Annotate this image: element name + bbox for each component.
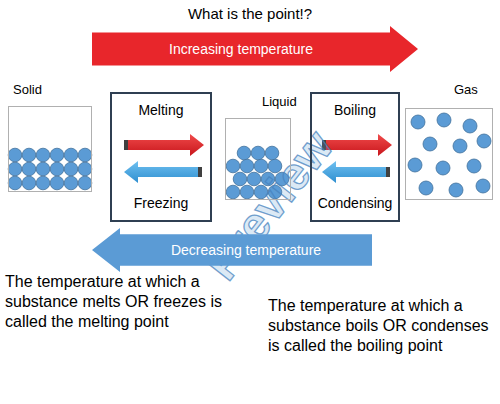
gas-particles	[408, 113, 491, 197]
arrow-label: Decreasing temperature	[171, 242, 321, 258]
diagram-title: What is the point!?	[0, 5, 500, 22]
state-name: Gas	[454, 82, 478, 97]
state-container: Solid	[8, 106, 92, 192]
reverse-process-name: Condensing	[318, 195, 393, 211]
freezing-arrow	[124, 161, 202, 183]
change-box: BoilingCondensing	[310, 92, 400, 222]
state-container: Liquid	[225, 118, 291, 200]
arrow-body	[92, 26, 418, 72]
melting-arrow	[124, 134, 204, 156]
reverse-process-name: Freezing	[134, 195, 188, 211]
arrow-body	[92, 228, 372, 272]
state-name: Liquid	[262, 94, 297, 109]
process-name: Boiling	[334, 102, 376, 118]
change-box: MeltingFreezing	[110, 92, 212, 222]
arrow-label: Increasing temperature	[169, 41, 313, 57]
definition-note: The temperature at which a substance mel…	[5, 272, 245, 332]
process-name: Melting	[138, 102, 183, 118]
solid-particles	[8, 148, 92, 190]
state-name: Solid	[13, 82, 42, 97]
temperature-arrow: Increasing temperature	[92, 26, 418, 72]
definition-note: The temperature at which a substance boi…	[268, 296, 494, 356]
temperature-arrow: Decreasing temperature	[92, 228, 372, 272]
state-container: Gas	[405, 108, 493, 200]
